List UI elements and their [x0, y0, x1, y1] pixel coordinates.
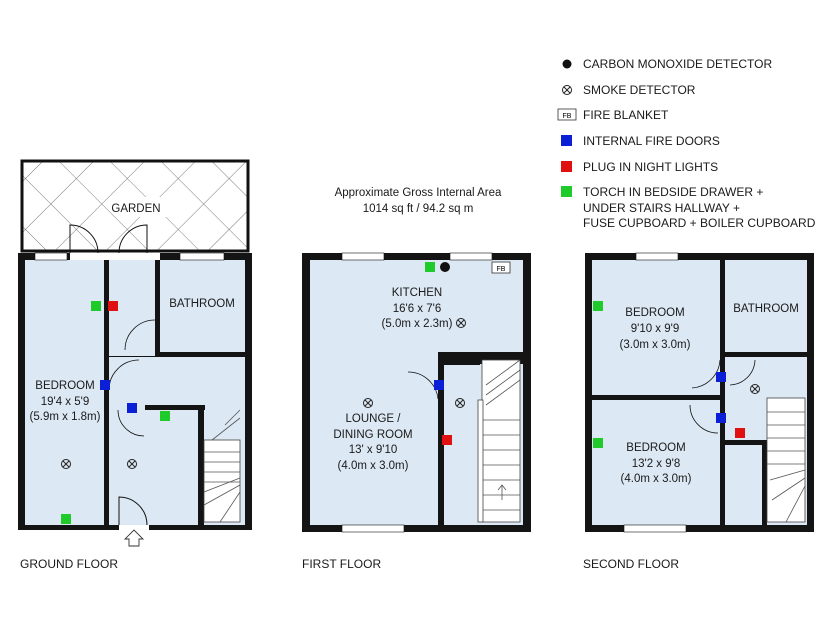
kitchen-name: KITCHEN [392, 287, 442, 299]
second-bathroom-label: BATHROOM [733, 303, 799, 315]
first-floor-caption: FIRST FLOOR [302, 557, 381, 571]
ground-bathroom-label: BATHROOM [169, 298, 235, 310]
legend-co-label: CARBON MONOXIDE DETECTOR [583, 57, 772, 71]
fire-door-marker [100, 380, 110, 390]
second-bedroom1-name: BEDROOM [625, 307, 684, 319]
torch-marker [425, 262, 435, 272]
kitchen-metric: (5.0m x 2.3m) [382, 318, 453, 330]
ground-bedroom [25, 260, 104, 525]
torch-marker [593, 438, 603, 448]
night-light-marker [442, 435, 452, 445]
legend-smoke-label: SMOKE DETECTOR [583, 83, 696, 97]
fire-door-marker [716, 372, 726, 382]
entrance-arrow-icon [123, 529, 145, 547]
torch-marker [61, 514, 71, 524]
legend-fire-blanket-label: FIRE BLANKET [583, 108, 669, 122]
second-bedroom2-metric: (4.0m x 3.0m) [621, 473, 692, 485]
smoke-detector-icon [562, 85, 572, 95]
ground-floor-plan: GARDEN [18, 159, 252, 547]
lounge-metric: (4.0m x 3.0m) [338, 460, 409, 472]
second-floor-caption: SECOND FLOOR [583, 557, 679, 571]
lounge-dining-room [310, 352, 438, 525]
co-detector-icon [562, 59, 572, 69]
fire-door-marker [434, 380, 444, 390]
co-detector-icon [440, 262, 450, 272]
legend-night-lights-label: PLUG IN NIGHT LIGHTS [583, 160, 718, 174]
second-bedroom1-metric: (3.0m x 3.0m) [620, 339, 691, 351]
second-bedroom-upper [592, 260, 720, 395]
ground-bedroom-name: BEDROOM [35, 380, 94, 392]
legend-torch-line2: UNDER STAIRS HALLWAY + [583, 201, 740, 215]
second-bedroom-lower [592, 400, 720, 525]
area-line2: 1014 sq ft / 94.2 sq m [363, 203, 474, 215]
legend: CARBON MONOXIDE DETECTOR SMOKE DETECTOR … [557, 57, 816, 230]
second-bedroom2-name: BEDROOM [626, 442, 685, 454]
fire-door-marker [127, 403, 137, 413]
ground-bedroom-imperial: 19'4 x 5'9 [41, 396, 90, 408]
fire-blanket-code: FB [497, 266, 506, 273]
torch-marker [160, 411, 170, 421]
night-light-marker [108, 301, 118, 311]
fire-blanket-icon [491, 261, 511, 274]
lounge-line2: DINING ROOM [333, 429, 412, 441]
first-floor-plan: KITCHEN 16'6 x 7'6 (5.0m x 2.3m) LOUNGE … [302, 252, 531, 533]
second-floor-plan: BEDROOM 9'10 x 9'9 (3.0m x 3.0m) BATHROO… [585, 252, 814, 533]
fire-blanket-icon-code: FB [563, 113, 572, 120]
legend-torch-line1: TORCH IN BEDSIDE DRAWER + [583, 185, 763, 199]
ground-floor-caption: GROUND FLOOR [20, 557, 118, 571]
ground-bathroom [160, 260, 245, 352]
garden-label: GARDEN [111, 203, 160, 215]
legend-torch-line3: FUSE CUPBOARD + BOILER CUPBOARD [583, 216, 816, 230]
lounge-line1: LOUNGE / [346, 413, 402, 425]
torch-marker [91, 301, 101, 311]
fire-door-icon [561, 135, 572, 146]
night-light-marker [735, 428, 745, 438]
kitchen [310, 260, 523, 352]
night-light-icon [561, 161, 572, 172]
area-line1: Approximate Gross Internal Area [335, 187, 502, 199]
ground-bedroom-metric: (5.9m x 1.8m) [30, 411, 101, 423]
fire-blanket-icon [557, 108, 577, 121]
torch-icon [561, 186, 572, 197]
second-bathroom [725, 260, 807, 352]
second-bedroom1-imperial: 9'10 x 9'9 [631, 323, 680, 335]
kitchen-imperial: 16'6 x 7'6 [393, 303, 442, 315]
fire-door-marker [716, 413, 726, 423]
torch-marker [593, 301, 603, 311]
second-bedroom2-imperial: 13'2 x 9'8 [632, 458, 681, 470]
legend-fire-doors-label: INTERNAL FIRE DOORS [583, 134, 720, 148]
lounge-imperial: 13' x 9'10 [349, 444, 398, 456]
